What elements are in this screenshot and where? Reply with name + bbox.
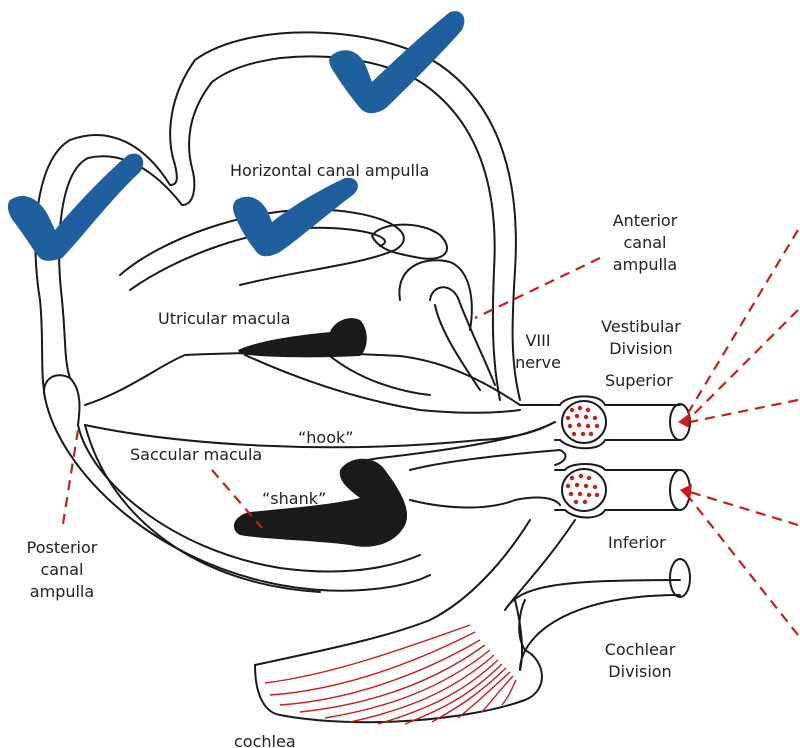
vestibular-division-label-1: Vestibular [601,317,681,336]
saccular-macula-label: Saccular macula [130,445,262,464]
superior-leader-1 [685,230,798,418]
labels: Horizontal canal ampulla Anterior canal … [27,161,682,748]
superior-leader-3 [690,400,798,422]
cochlea-fibers [265,625,516,724]
cochlear-nerve-end [670,559,690,597]
inferior-leader-2 [688,496,798,635]
ganglion-dots [566,406,599,504]
posterior-canal-ampulla-label-2: canal [41,560,84,579]
posterior-canal-ampulla-label-1: Posterior [27,538,98,557]
check-marks [8,11,464,261]
cochlear-division-label-1: Cochlear [605,640,676,659]
superior-ganglion [562,401,606,443]
inferior-leader-1 [690,492,798,525]
posterior-canal-ampulla-label-3: ampulla [30,582,94,601]
cochlea-label: cochlea [234,732,296,748]
cochlear-division [255,520,530,665]
viii-nerve-label-1: VIII [525,331,550,350]
superior-leader-2 [688,310,798,420]
hook-label: “hook” [298,428,354,447]
horizontal-canal-check [233,178,358,257]
anterior-canal-ampulla-label-2: canal [624,233,667,252]
inferior-ganglion [562,469,606,511]
inferior-division [555,464,680,470]
anterior-ampulla [430,287,495,385]
viii-nerve-label-2: nerve [515,353,561,372]
vestibule [85,353,565,592]
horizontal-canal-ampulla-label: Horizontal canal ampulla [230,161,429,180]
anterior-canal-ampulla-label-1: Anterior [613,211,678,230]
superior-label: Superior [605,371,673,390]
posterior-ampulla [44,375,79,425]
anterior-canal-check [329,11,464,113]
cochlear-division-label-2: Division [608,662,671,681]
shank-label: “shank” [262,489,326,508]
superior-division [520,396,680,405]
inferior-label: Inferior [608,533,666,552]
utricular-macula-label: Utricular macula [158,309,290,328]
anterior-canal-ampulla-label-3: ampulla [613,255,677,274]
vestibular-division-label-2: Division [609,339,672,358]
